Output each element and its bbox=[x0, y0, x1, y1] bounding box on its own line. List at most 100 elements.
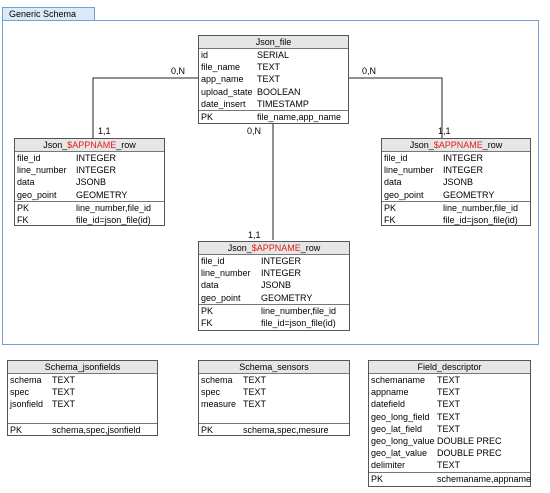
table-title: Schema_jsonfields bbox=[8, 361, 157, 374]
field-name: datefield bbox=[371, 399, 406, 410]
table-title: Json_$APPNAME_row bbox=[199, 242, 349, 255]
key-definition: line_number,file_id bbox=[261, 305, 337, 316]
key-type: FK bbox=[17, 214, 29, 225]
table-key-row: FK file_id=json_file(id) bbox=[199, 317, 349, 329]
field-name: upload_state bbox=[201, 86, 253, 97]
field-type: TEXT bbox=[257, 62, 281, 73]
table-title: Json_file bbox=[199, 36, 348, 49]
field-name: delimiter bbox=[371, 460, 406, 471]
field-name: data bbox=[201, 280, 219, 291]
key-type: PK bbox=[201, 424, 214, 435]
field-name: geo_lat_value bbox=[371, 448, 428, 459]
field-type: TEXT bbox=[437, 460, 461, 471]
field-type: INTEGER bbox=[443, 153, 484, 163]
field-type: JSONB bbox=[76, 177, 107, 188]
relation-left-line bbox=[92, 77, 199, 138]
relation-right-target-cardinality: 1,1 bbox=[438, 126, 451, 136]
field-name: measure bbox=[201, 399, 237, 410]
key-definition: file_name,app_name bbox=[257, 111, 342, 122]
field-name: date_insert bbox=[201, 98, 246, 109]
table-title: Field_descriptor bbox=[369, 361, 530, 374]
field-name: appname bbox=[371, 387, 409, 398]
key-type: FK bbox=[384, 214, 396, 225]
table-row: file_id INTEGER bbox=[15, 152, 164, 164]
table-row: line_number INTEGER bbox=[15, 164, 164, 176]
key-definition: schema,spec,mesure bbox=[243, 424, 329, 435]
field-type: TEXT bbox=[243, 375, 267, 385]
table-title: Json_$APPNAME_row bbox=[382, 139, 530, 152]
relation-right-line bbox=[349, 77, 443, 138]
field-name: spec bbox=[10, 387, 30, 398]
relation-left-source-cardinality: 0,N bbox=[171, 66, 186, 76]
relation-left-target-cardinality: 1,1 bbox=[98, 126, 111, 136]
field-name: file_id bbox=[17, 153, 41, 163]
key-type: PK bbox=[384, 202, 397, 213]
field-name: file_id bbox=[201, 256, 225, 266]
field-name: line_number bbox=[201, 268, 251, 279]
field-type: TEXT bbox=[437, 399, 461, 410]
table-row: app_name TEXT bbox=[199, 73, 348, 85]
key-definition: schemaname,appname bbox=[437, 473, 532, 484]
field-type: INTEGER bbox=[261, 268, 302, 279]
field-type: DOUBLE PREC bbox=[437, 435, 502, 446]
key-definition: schema,spec,jsonfield bbox=[52, 424, 141, 435]
field-name: line_number bbox=[384, 165, 434, 176]
relation-center-target-cardinality: 1,1 bbox=[248, 230, 261, 240]
field-name: file_name bbox=[201, 62, 241, 73]
key-type: PK bbox=[10, 424, 23, 435]
field-name: geo_lat_field bbox=[371, 423, 423, 434]
field-type: TEXT bbox=[437, 411, 461, 422]
table-title: Schema_sensors bbox=[199, 361, 349, 374]
field-name: schema bbox=[201, 375, 233, 385]
table-row: file_id INTEGER bbox=[199, 255, 349, 267]
field-type: INTEGER bbox=[261, 256, 302, 266]
field-name: schema bbox=[10, 375, 42, 385]
field-type: TEXT bbox=[52, 399, 76, 410]
field-type: TEXT bbox=[257, 74, 281, 85]
key-definition: file_id=json_file(id) bbox=[443, 214, 518, 225]
field-type: TEXT bbox=[52, 375, 76, 385]
key-type: FK bbox=[201, 317, 213, 328]
field-type: GEOMETRY bbox=[261, 292, 313, 303]
table-row: datefield TEXT bbox=[369, 398, 530, 410]
relation-center-source-cardinality: 0,N bbox=[247, 126, 262, 136]
field-type: TIMESTAMP bbox=[257, 98, 309, 109]
table-row: jsonfield TEXT bbox=[8, 398, 157, 410]
table-key-row: PK schema,spec,mesure bbox=[199, 422, 349, 436]
table-title: Json_$APPNAME_row bbox=[15, 139, 164, 152]
key-definition: file_id=json_file(id) bbox=[261, 317, 336, 328]
field-name: jsonfield bbox=[10, 399, 44, 410]
field-name: line_number bbox=[17, 165, 67, 176]
field-type: TEXT bbox=[437, 387, 461, 398]
key-definition: line_number,file_id bbox=[76, 202, 152, 213]
table-row bbox=[8, 411, 157, 423]
table-row bbox=[199, 411, 349, 423]
field-name: geo_long_value bbox=[371, 435, 435, 446]
field-name: spec bbox=[201, 387, 221, 398]
field-name: app_name bbox=[201, 74, 244, 85]
field-type: INTEGER bbox=[76, 165, 117, 176]
field-type: DOUBLE PREC bbox=[437, 448, 502, 459]
field-type: INTEGER bbox=[76, 153, 117, 163]
